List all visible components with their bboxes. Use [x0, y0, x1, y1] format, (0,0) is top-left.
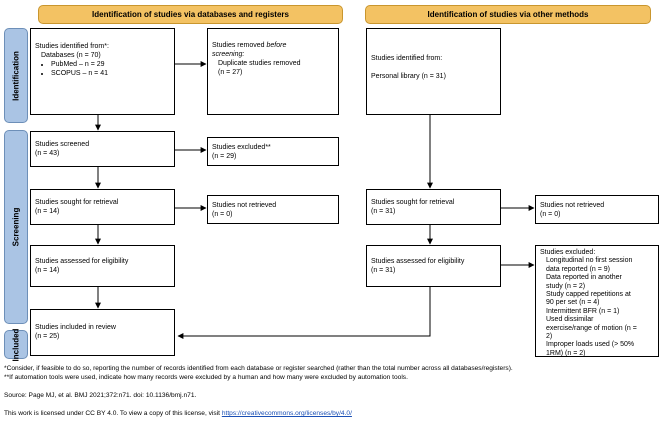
- other-excluded-reason: Data reported in another: [546, 274, 622, 282]
- not-retrieved-line2: (n = 0): [212, 211, 233, 218]
- phase-included: Included: [4, 328, 28, 361]
- header-databases: Identification of studies via databases …: [38, 5, 343, 24]
- other-identified-line2: Personal library (n = 31): [371, 73, 446, 80]
- removed-line3: Duplicate studies removed: [218, 60, 301, 67]
- other-assessed-line2: (n = 31): [371, 267, 396, 274]
- other-excluded-reason: data reported (n = 9): [546, 265, 611, 273]
- identified-database-list: PubMed – n = 29 SCOPUS – n = 41: [35, 60, 170, 78]
- other-identified-line1: Studies identified from:: [371, 55, 443, 62]
- removed-line1-text: Studies removed: [212, 42, 265, 49]
- removed-line2: screening:: [212, 50, 334, 59]
- footnote-1: *Consider, if feasible to do so, reporti…: [4, 365, 513, 372]
- header-other-methods: Identification of studies via other meth…: [365, 5, 651, 24]
- removed-line2-text: screening:: [212, 51, 245, 58]
- other-excluded-reason: Study capped repetitions at: [546, 291, 631, 299]
- phase-screening-label: Screening: [11, 207, 21, 247]
- sought-line1: Studies sought for retrieval: [35, 199, 119, 206]
- other-excluded-reason: 90 per set (n = 4): [546, 299, 600, 307]
- box-other-assessed: Studies assessed for eligibility (n = 31…: [366, 245, 501, 287]
- screened-line1: Studies screened: [35, 141, 90, 148]
- other-excluded-reason: Used dissimilar: [546, 316, 594, 324]
- excluded-line1: Studies excluded**: [212, 144, 271, 151]
- phase-screening: Screening: [4, 130, 28, 324]
- other-excluded-reason: study (n = 2): [546, 282, 586, 290]
- other-assessed-line1: Studies assessed for eligibility: [371, 258, 465, 265]
- other-excluded-reason: Intermittent BFR (n = 1): [546, 307, 620, 315]
- phase-identification-label: Identification: [11, 50, 21, 101]
- screened-line2: (n = 43): [35, 150, 60, 157]
- assessed-line2: (n = 14): [35, 267, 60, 274]
- sought-line2: (n = 14): [35, 208, 60, 215]
- box-studies-excluded: Studies excluded** (n = 29): [207, 137, 339, 166]
- other-excluded-reason: 2): [546, 333, 553, 341]
- other-excluded-reason: 1RM) (n = 2): [546, 349, 586, 357]
- phase-included-label: Included: [11, 328, 21, 361]
- removed-line1: Studies removed before: [212, 41, 334, 50]
- box-other-identified: Studies identified from: Personal librar…: [366, 28, 501, 115]
- identified-databases: Databases (n = 70): [41, 52, 101, 59]
- included-line2: (n = 25): [35, 333, 60, 340]
- box-studies-identified: Studies identified from*: Databases (n =…: [30, 28, 175, 115]
- license-line: This work is licensed under CC BY 4.0. T…: [4, 409, 352, 418]
- box-studies-screened: Studies screened (n = 43): [30, 131, 175, 167]
- identified-line1: Studies identified from*:: [35, 43, 109, 50]
- other-sought-line2: (n = 31): [371, 208, 396, 215]
- removed-line1-emphasis: before: [266, 42, 287, 49]
- box-other-not-retrieved: Studies not retrieved (n = 0): [535, 195, 659, 224]
- other-excluded-reason: Longitudinal no first session: [546, 257, 633, 265]
- license-text: This work is licensed under CC BY 4.0. T…: [4, 410, 220, 417]
- arrow-other-assessed-included: [177, 287, 431, 339]
- box-studies-sought: Studies sought for retrieval (n = 14): [30, 189, 175, 225]
- box-studies-included: Studies included in review (n = 25): [30, 309, 175, 356]
- footnote-2: **If automation tools were used, indicat…: [4, 374, 408, 381]
- box-studies-removed: Studies removed before screening: Duplic…: [207, 28, 339, 115]
- excluded-line2: (n = 29): [212, 153, 237, 160]
- source-citation: Source: Page MJ, et al. BMJ 2021;372:n71…: [4, 392, 197, 399]
- assessed-line1: Studies assessed for eligibility: [35, 258, 129, 265]
- other-not-retrieved-line1: Studies not retrieved: [540, 202, 605, 209]
- not-retrieved-line1: Studies not retrieved: [212, 202, 277, 209]
- box-other-excluded: Studies excluded: Longitudinal no first …: [535, 245, 659, 357]
- database-item: PubMed – n = 29: [51, 60, 170, 69]
- other-excluded-title: Studies excluded:: [540, 249, 596, 256]
- other-excluded-reason: Improper loads used (> 50%: [546, 341, 635, 349]
- other-sought-line1: Studies sought for retrieval: [371, 199, 455, 206]
- included-line1: Studies included in review: [35, 324, 116, 331]
- phase-identification: Identification: [4, 28, 28, 123]
- header-other-methods-label: Identification of studies via other meth…: [427, 10, 589, 19]
- removed-line4: (n = 27): [218, 69, 243, 76]
- other-excluded-reason: exercise/range of motion (n =: [546, 324, 637, 332]
- box-other-sought: Studies sought for retrieval (n = 31): [366, 189, 501, 225]
- box-studies-assessed: Studies assessed for eligibility (n = 14…: [30, 245, 175, 287]
- license-link[interactable]: https://creativecommons.org/licenses/by/…: [221, 410, 352, 417]
- other-not-retrieved-line2: (n = 0): [540, 211, 561, 218]
- database-item: SCOPUS – n = 41: [51, 69, 170, 78]
- box-studies-not-retrieved: Studies not retrieved (n = 0): [207, 195, 339, 224]
- header-databases-label: Identification of studies via databases …: [92, 10, 289, 19]
